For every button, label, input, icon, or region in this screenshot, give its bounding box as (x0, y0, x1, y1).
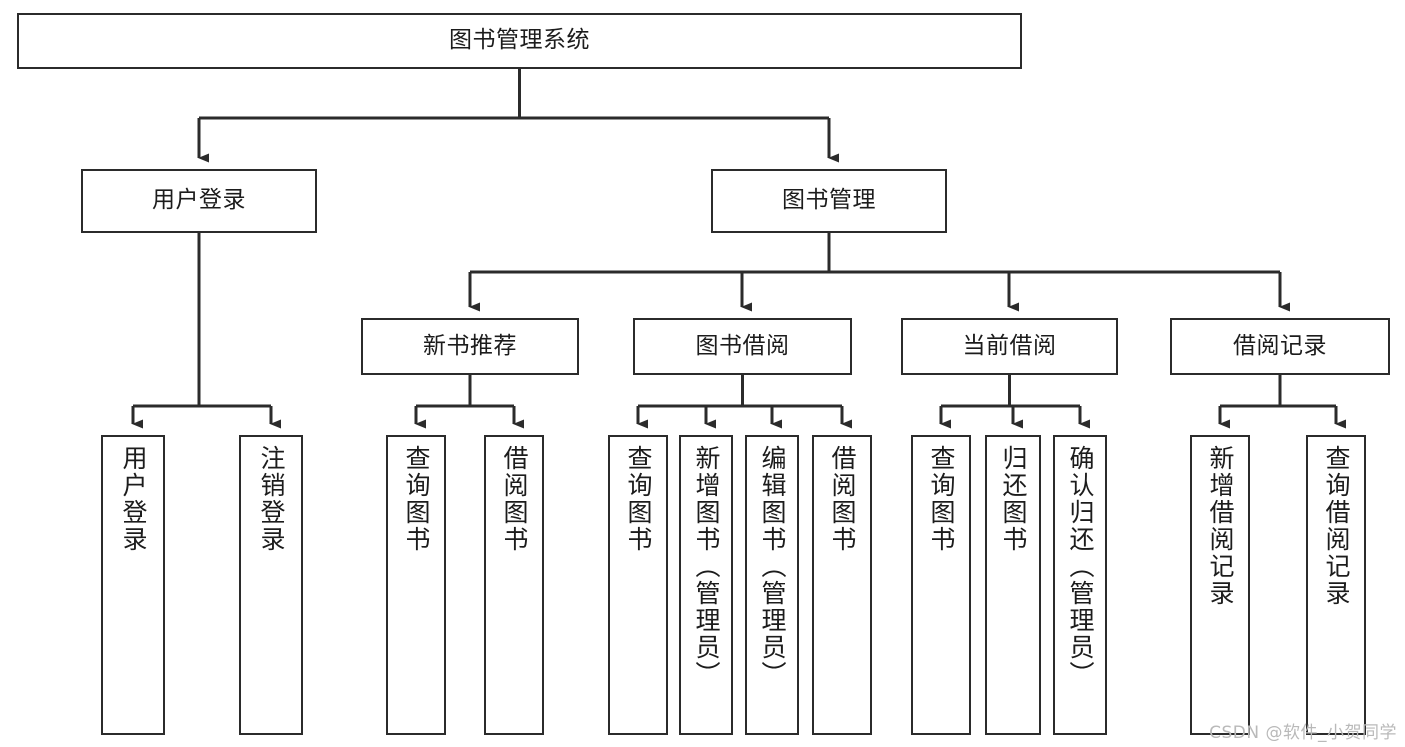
node-leaf-query-record-label: 查询借阅记录 (1322, 445, 1351, 607)
node-root-label: 图书管理系统 (449, 27, 590, 54)
node-leaf-logout-label: 注销登录 (257, 445, 286, 553)
node-leaf-query-book-2[interactable]: 查询图书 (608, 435, 668, 735)
node-leaf-user-login[interactable]: 用户登录 (101, 435, 165, 735)
node-leaf-return-book[interactable]: 归还图书 (985, 435, 1041, 735)
node-leaf-user-login-label: 用户登录 (119, 445, 148, 553)
node-leaf-query-record[interactable]: 查询借阅记录 (1306, 435, 1366, 735)
node-book-borrow-label: 图书借阅 (695, 332, 790, 359)
node-leaf-edit-book-label: 编辑图书（管理员） (758, 445, 787, 688)
node-book-manage[interactable]: 图书管理 (711, 169, 947, 233)
node-leaf-edit-book[interactable]: 编辑图书（管理员） (745, 435, 799, 735)
node-book-borrow[interactable]: 图书借阅 (633, 318, 852, 375)
node-leaf-query-book-3[interactable]: 查询图书 (911, 435, 971, 735)
node-leaf-return-book-label: 归还图书 (999, 445, 1028, 553)
node-leaf-query-book-1[interactable]: 查询图书 (386, 435, 446, 735)
watermark-text: CSDN @软件_小贺同学 (1209, 723, 1397, 743)
node-leaf-borrow-book-2[interactable]: 借阅图书 (812, 435, 872, 735)
node-leaf-add-record-label: 新增借阅记录 (1206, 445, 1235, 607)
node-leaf-borrow-book-2-label: 借阅图书 (828, 445, 857, 553)
node-borrow-record[interactable]: 借阅记录 (1170, 318, 1390, 375)
node-leaf-borrow-book-1[interactable]: 借阅图书 (484, 435, 544, 735)
node-current-borrow-label: 当前借阅 (962, 332, 1057, 359)
node-leaf-query-book-1-label: 查询图书 (402, 445, 431, 553)
node-leaf-add-book[interactable]: 新增图书（管理员） (679, 435, 733, 735)
node-new-book-recommend[interactable]: 新书推荐 (361, 318, 579, 375)
node-root[interactable]: 图书管理系统 (17, 13, 1022, 69)
node-leaf-confirm-return[interactable]: 确认归还（管理员） (1053, 435, 1107, 735)
node-leaf-query-book-3-label: 查询图书 (927, 445, 956, 553)
node-leaf-borrow-book-1-label: 借阅图书 (500, 445, 529, 553)
node-leaf-add-book-label: 新增图书（管理员） (692, 445, 721, 688)
node-user-login[interactable]: 用户登录 (81, 169, 317, 233)
node-leaf-add-record[interactable]: 新增借阅记录 (1190, 435, 1250, 735)
node-new-book-recommend-label: 新书推荐 (423, 332, 517, 359)
node-leaf-query-book-2-label: 查询图书 (624, 445, 653, 553)
node-current-borrow[interactable]: 当前借阅 (901, 318, 1118, 375)
node-user-login-label: 用户登录 (152, 187, 246, 214)
node-leaf-logout[interactable]: 注销登录 (239, 435, 303, 735)
node-leaf-confirm-return-label: 确认归还（管理员） (1066, 445, 1095, 688)
node-borrow-record-label: 借阅记录 (1233, 332, 1327, 359)
node-book-manage-label: 图书管理 (782, 187, 876, 214)
